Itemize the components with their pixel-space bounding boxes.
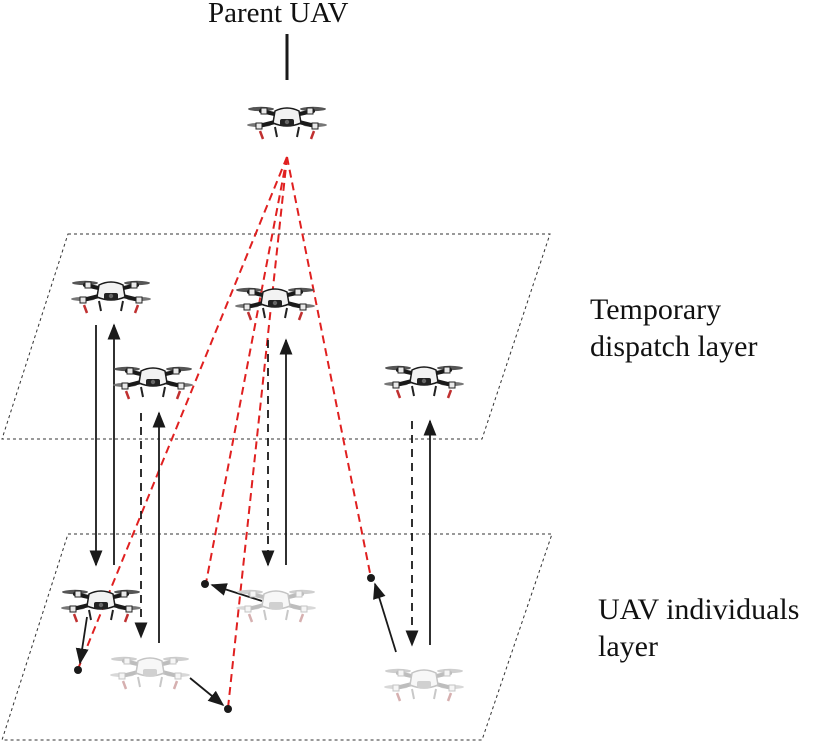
temporary-dispatch-plane xyxy=(1,233,551,440)
target-point-2 xyxy=(201,580,209,588)
individuals-layer-label: UAV individuals layer xyxy=(598,592,799,665)
target-points xyxy=(74,574,375,713)
red-link-4 xyxy=(286,156,372,579)
move-arrow-1 xyxy=(75,616,89,665)
dispatch-layer-line-1: Temporary xyxy=(590,293,722,326)
move-arrow-3 xyxy=(189,677,225,707)
target-point-3 xyxy=(224,705,232,713)
red-link-2 xyxy=(205,156,288,584)
parent-uav-drone-icon xyxy=(245,104,329,141)
move-arrow-2 xyxy=(210,583,263,602)
dispatch-layer-line-2: dispatch layer xyxy=(590,329,758,363)
individuals-layer-line-2: layer xyxy=(598,629,658,663)
individual-drone-1-icon xyxy=(59,587,143,624)
dispatch-drone-1-icon xyxy=(69,278,153,315)
dispatch-drone-3-icon xyxy=(233,285,317,322)
red-link-3 xyxy=(227,156,288,709)
move-arrow-4 xyxy=(373,582,397,653)
target-point-4 xyxy=(367,574,375,582)
target-point-1 xyxy=(74,666,82,674)
parent-uav-text: Parent UAV xyxy=(208,0,349,29)
individual-drone-3-icon xyxy=(234,587,318,624)
dispatch-drone-4-icon xyxy=(382,363,466,400)
red-link-1 xyxy=(77,156,288,670)
dispatch-drone-2-icon xyxy=(111,364,195,401)
parent-uav-label: Parent UAV xyxy=(208,0,348,31)
individual-drone-2-icon xyxy=(108,654,192,691)
individuals-layer-line-1: UAV individuals xyxy=(598,593,800,626)
dispatch-layer-label: Temporary dispatch layer xyxy=(590,292,757,365)
individual-drone-4-icon xyxy=(382,666,466,703)
vertical-links xyxy=(89,323,437,647)
red-dashed-links xyxy=(77,156,372,709)
movement-arrows xyxy=(75,582,397,707)
